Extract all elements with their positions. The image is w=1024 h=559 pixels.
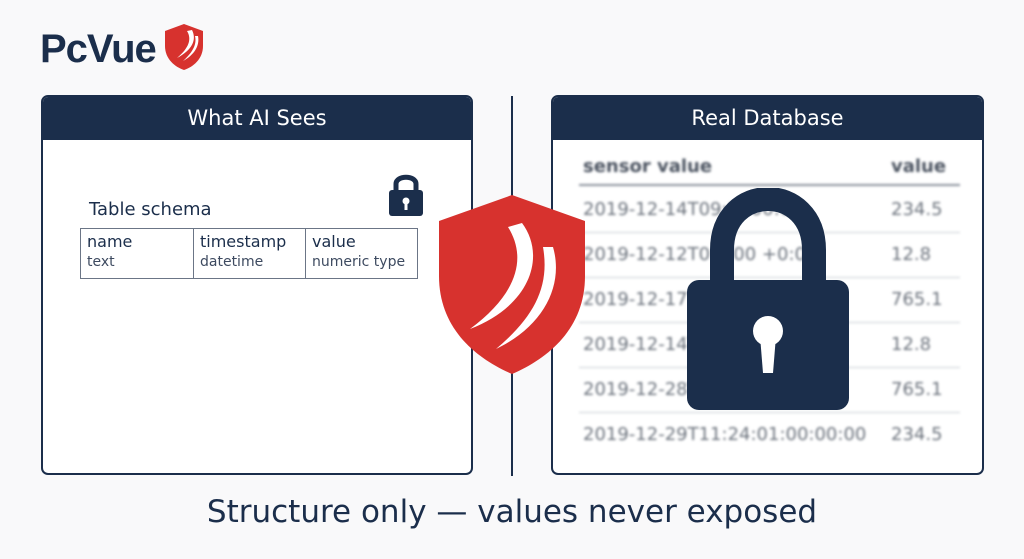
row-timestamp: 2019-12-28T — [583, 379, 699, 400]
table-row: 2019-12-12T0 0:00 +0:0 12.8 — [579, 233, 960, 278]
real-database-title: Real Database — [553, 97, 982, 140]
schema-table: name text timestamp datetime value numer… — [80, 228, 418, 279]
brand-shield-icon — [164, 24, 203, 70]
ai-view-title: What AI Sees — [43, 97, 471, 140]
row-value: 234.5 — [891, 199, 943, 220]
header-sensor-value: sensor value — [583, 156, 713, 177]
row-timestamp: 2019-12-12T0 0:00 +0:0 — [583, 244, 806, 265]
schema-cell: timestamp datetime — [193, 228, 306, 279]
schema-cell: value numeric type — [305, 228, 418, 279]
header-value: value — [891, 156, 947, 177]
database-header-row: sensor value value — [579, 156, 960, 186]
table-row: 2019-12-29T11:24:01:00:00:00 234.5 — [579, 413, 960, 458]
table-row: 2019-12-28T 765.1 — [579, 368, 960, 413]
schema-cell: name text — [80, 228, 194, 279]
row-value: 234.5 — [891, 424, 943, 445]
row-timestamp: 2019-12-14T — [583, 334, 699, 355]
padlock-icon — [687, 188, 849, 410]
row-value: 12.8 — [891, 334, 932, 355]
row-value: 765.1 — [891, 289, 943, 310]
column-name: timestamp — [200, 232, 287, 251]
schema-title: Table schema — [89, 199, 212, 220]
column-name: name — [87, 232, 133, 251]
column-type: datetime — [200, 254, 264, 270]
brand-name: PcVue — [40, 26, 157, 71]
row-timestamp: 2019-12-17T — [583, 289, 699, 310]
row-timestamp: 2019-12-29T11:24:01:00:00:00 — [583, 424, 867, 445]
column-type: text — [87, 254, 115, 270]
brand-logo: PcVue — [40, 24, 206, 72]
shield-icon — [439, 195, 585, 374]
ai-view-panel: What AI Sees Table schema name text time… — [41, 95, 473, 475]
schema-row: name text timestamp datetime value numer… — [80, 228, 418, 279]
row-value: 12.8 — [891, 244, 932, 265]
column-type: numeric type — [312, 254, 406, 270]
caption: Structure only — values never exposed — [206, 494, 818, 530]
column-name: value — [312, 232, 356, 251]
lock-icon — [389, 174, 423, 216]
row-value: 765.1 — [891, 379, 943, 400]
